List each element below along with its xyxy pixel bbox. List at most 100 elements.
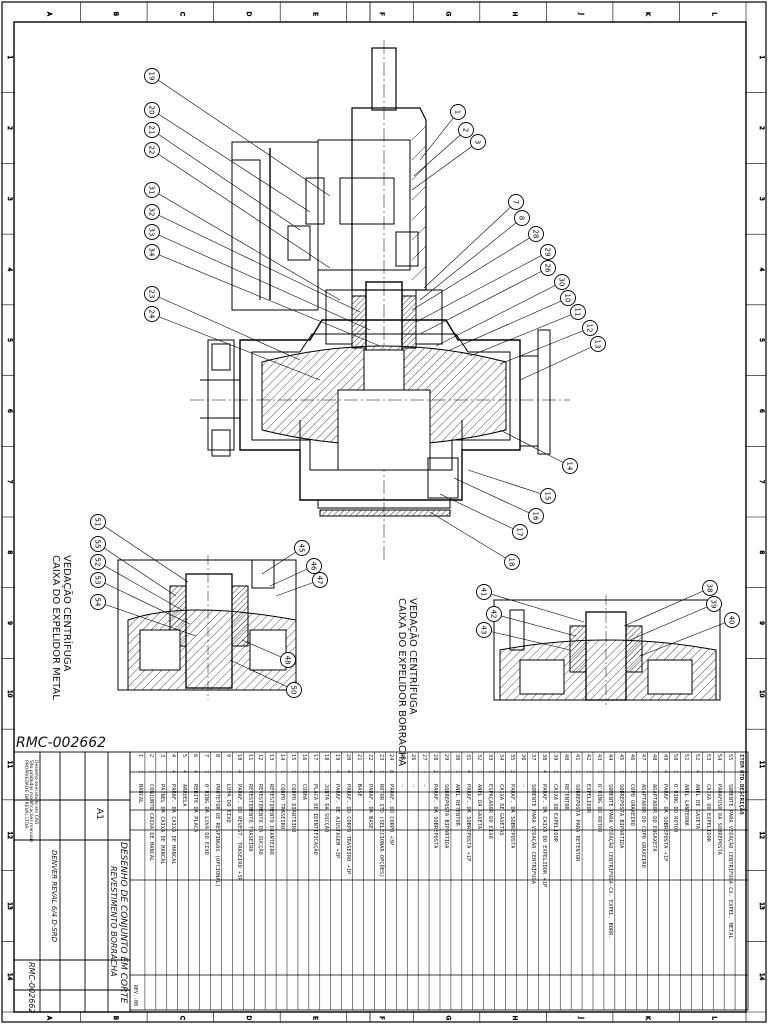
svg-text:34: 34 [148, 248, 156, 257]
bom-item-no: 7 [202, 754, 209, 758]
bom-item-no: 25 [399, 754, 406, 761]
bom-qty: 4 [541, 770, 548, 774]
bom-item-no: 14 [279, 754, 286, 761]
bom-description: PARAF. DA CAIXA DO EXPELIDOR +1P [541, 784, 548, 888]
bom-qty: 1 [224, 770, 231, 774]
sheet-size-text: A1 [94, 808, 104, 820]
grid-col-label: 11 [6, 761, 13, 769]
svg-text:3: 3 [474, 140, 482, 144]
grid-col-label: 7 [758, 480, 765, 484]
svg-text:17: 17 [516, 528, 524, 537]
balloon-main-22: 22 [144, 142, 331, 269]
balloon-main-26: 26 [419, 260, 556, 335]
bom-description: PARAF. DA SOBREPOSTA [508, 784, 515, 849]
bom-description: PARAFUSO DA SOBREPOSTA [716, 784, 723, 855]
bom-item-no: 18 [322, 754, 329, 761]
bom-item-no: 1 [137, 754, 144, 758]
bom-description: - [421, 784, 428, 788]
balloon-main-19: 19 [144, 68, 331, 197]
grid-col-label: 8 [758, 550, 765, 554]
balloon-left-47: 47 [275, 572, 328, 597]
grid-col-label: 3 [758, 197, 765, 201]
svg-text:50: 50 [290, 686, 298, 695]
balloon-main-14: 14 [499, 429, 578, 474]
bom-qty: 1 [322, 770, 329, 774]
balloon-right-41: 41 [476, 584, 585, 623]
svg-text:48: 48 [284, 656, 292, 665]
balloon-main-32: 32 [144, 204, 361, 313]
bom-description: SOMENTE PARA VEDAÇÃO CENTRÍFUGA-CX. EXPE… [606, 784, 613, 939]
bom-description: PARAF. DA SOBREPOSTA [432, 784, 439, 849]
center-view-label-2: CAIXA DO EXPELIDOR BORRACHA [396, 598, 407, 767]
bom-qty: QTD. [738, 770, 744, 784]
svg-text:16: 16 [532, 512, 540, 521]
grid-row-label: E [311, 12, 318, 16]
bom-description: - [399, 784, 406, 788]
svg-text:1: 1 [454, 110, 462, 114]
bom-description: PLACA DE IDENTIFICAÇÃO [312, 784, 319, 855]
bom-description: COPO GRAXEIRO [628, 784, 635, 826]
balloon-main-10: 10 [449, 290, 576, 351]
bom-qty: 1 [159, 770, 166, 774]
bom-item-no: 33 [486, 754, 493, 761]
balloon-main-3: 3 [411, 134, 486, 191]
bom-qty: 1 [290, 770, 297, 774]
grid-row-label: L [711, 12, 718, 16]
bom-qty: 1 [486, 770, 493, 774]
balloon-main-11: 11 [469, 304, 586, 357]
bom-item-no: 34 [497, 754, 504, 761]
bom-item-no: 44 [606, 754, 613, 761]
bom-description: CORPO DIANTEIRO [290, 784, 297, 833]
bom-qty: 1 [312, 770, 319, 774]
bom-item-no: 26 [410, 754, 417, 761]
bom-qty: 1 [301, 770, 308, 774]
grid-col-label: 10 [6, 690, 13, 698]
grid-col-label: 13 [6, 902, 13, 910]
grid-row-label: H [511, 1016, 518, 1021]
balloon-left-51: 51 [90, 514, 189, 583]
drawing-number-box-text: RMC-002662 [27, 962, 36, 1014]
bom-qty: 1 [148, 770, 155, 774]
balloon-main-2: 2 [413, 122, 474, 177]
bom-qty: 1 [585, 770, 592, 774]
bom-description: O'RING DO ROTOR [672, 784, 679, 833]
bom-item-no: 9 [224, 754, 231, 758]
bom-qty: 1 [355, 770, 362, 774]
bom-description: CAIXA DO EXPELIDOR [705, 784, 712, 843]
bom-qty: 1 [705, 770, 712, 774]
bom-item-no: 39 [552, 754, 559, 761]
svg-text:43: 43 [480, 626, 488, 635]
bom-item-no: 54 [716, 754, 723, 761]
grid-row-label: H [511, 12, 518, 17]
bom-qty: 1 [213, 770, 220, 774]
svg-text:45: 45 [298, 544, 306, 553]
grid-col-label: 6 [758, 409, 765, 413]
bom-item-no: 10 [235, 754, 242, 761]
bom-description: RETENTOR [563, 784, 570, 810]
bom-description: EXPELIDOR [585, 784, 592, 814]
bom-qty: 8 [388, 770, 395, 774]
company-note: Desenho executado em CAD São proibidas m… [23, 760, 38, 842]
balloon-right-39: 39 [629, 596, 722, 641]
bom-qty: 4 [170, 770, 177, 774]
